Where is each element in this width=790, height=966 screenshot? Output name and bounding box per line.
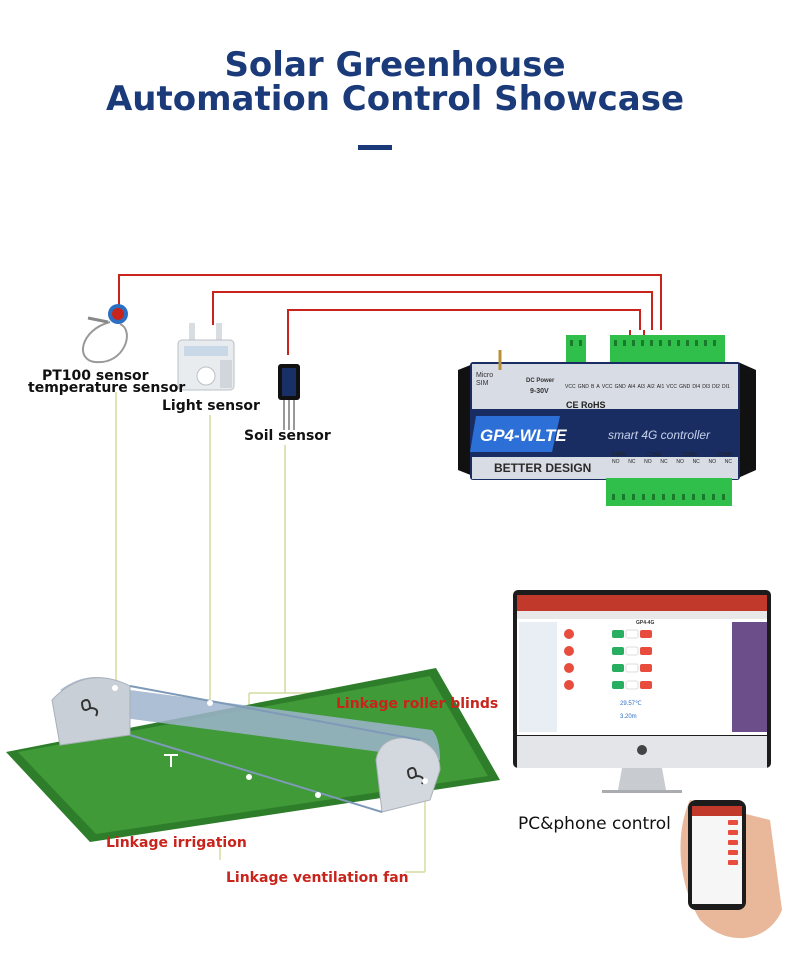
pin-label: AI4 xyxy=(627,384,636,390)
relay-pin: NC xyxy=(692,459,700,465)
controller-subtitle: smart 4G controller xyxy=(608,428,711,442)
controller-power-value: 9-30V xyxy=(530,388,549,395)
soil-sensor-label: Soil sensor xyxy=(244,428,331,444)
relay-pin: NO xyxy=(676,459,684,465)
pin-label: A xyxy=(596,384,600,390)
relay-pin: NC xyxy=(660,459,668,465)
pin-label: DI1 xyxy=(722,384,730,390)
pin-label: DI3 xyxy=(702,384,710,390)
pin-label: VCC xyxy=(601,384,613,390)
app-title: GP4-4G xyxy=(636,620,655,626)
reading-level: 3.20m xyxy=(620,714,637,720)
linkage-irrigation-label: Linkage irrigation xyxy=(106,835,247,851)
pin-label: DI2 xyxy=(712,384,720,390)
pt100-label-line-1: PT100 sensor xyxy=(42,368,149,384)
soil-sensor-illustration xyxy=(278,364,300,430)
pin-label: AI3 xyxy=(637,384,645,390)
pin-label: B xyxy=(590,384,595,390)
pin-label: VCC xyxy=(666,384,677,390)
relay-pin: NO xyxy=(708,459,717,465)
linkage-roller-blinds-label: Linkage roller blinds xyxy=(336,696,499,712)
light-sensor-label: Light sensor xyxy=(162,398,260,414)
pin-label: GND xyxy=(679,384,691,390)
com-label: COM2 xyxy=(647,452,662,458)
title-line-1: Solar Greenhouse xyxy=(224,45,566,85)
relay-pin: NO xyxy=(612,459,620,465)
com-label: COM1 xyxy=(612,452,627,458)
com-label: COM3 xyxy=(682,452,697,458)
controller-sim-label: Micro SIM xyxy=(476,372,494,387)
switch-rows xyxy=(564,629,652,690)
pin-label: VCC xyxy=(565,384,576,390)
controller-device xyxy=(458,335,756,506)
pt100-sensor-illustration xyxy=(82,304,128,364)
relay-pin: NC xyxy=(724,459,732,465)
com-labels: COM1 COM2 COM3 COM4 xyxy=(612,452,732,458)
relay-pin: NC xyxy=(628,459,636,465)
linkage-ventilation-fan-label: Linkage ventilation fan xyxy=(226,870,409,886)
pin-label: GND xyxy=(614,384,626,390)
relay-pin: NO xyxy=(644,459,652,465)
controller-model: GP4-WLTE xyxy=(480,426,567,445)
controller-brand: BETTER DESIGN xyxy=(494,461,592,475)
relay-pin-labels: NO NC NO NC NO NC NO NC xyxy=(612,459,732,465)
pin-label: AI1 xyxy=(656,384,665,390)
title-underline xyxy=(358,145,392,150)
title-line-2: Automation Control Showcase xyxy=(105,79,685,119)
top-pin-labels: VCC GND B A VCC GND AI4 AI3 AI2 AI1 VCC … xyxy=(565,384,730,390)
pc-monitor-illustration xyxy=(513,590,771,793)
reading-temperature: 29.57℃ xyxy=(620,701,642,707)
controller-cert: CE RoHS xyxy=(566,400,606,410)
pc-phone-control-label: PC&phone control xyxy=(518,814,671,834)
pin-label: GND xyxy=(577,384,589,390)
com-label: COM4 xyxy=(717,452,732,458)
pin-label: DI4 xyxy=(692,384,701,390)
light-sensor-illustration xyxy=(177,323,235,391)
phone-illustration xyxy=(680,800,782,939)
greenhouse-illustration xyxy=(6,668,500,842)
controller-power-label: DC Power xyxy=(526,378,555,384)
pin-label: AI2 xyxy=(647,384,655,390)
pt100-label-line-2: temperature sensor xyxy=(28,380,186,396)
